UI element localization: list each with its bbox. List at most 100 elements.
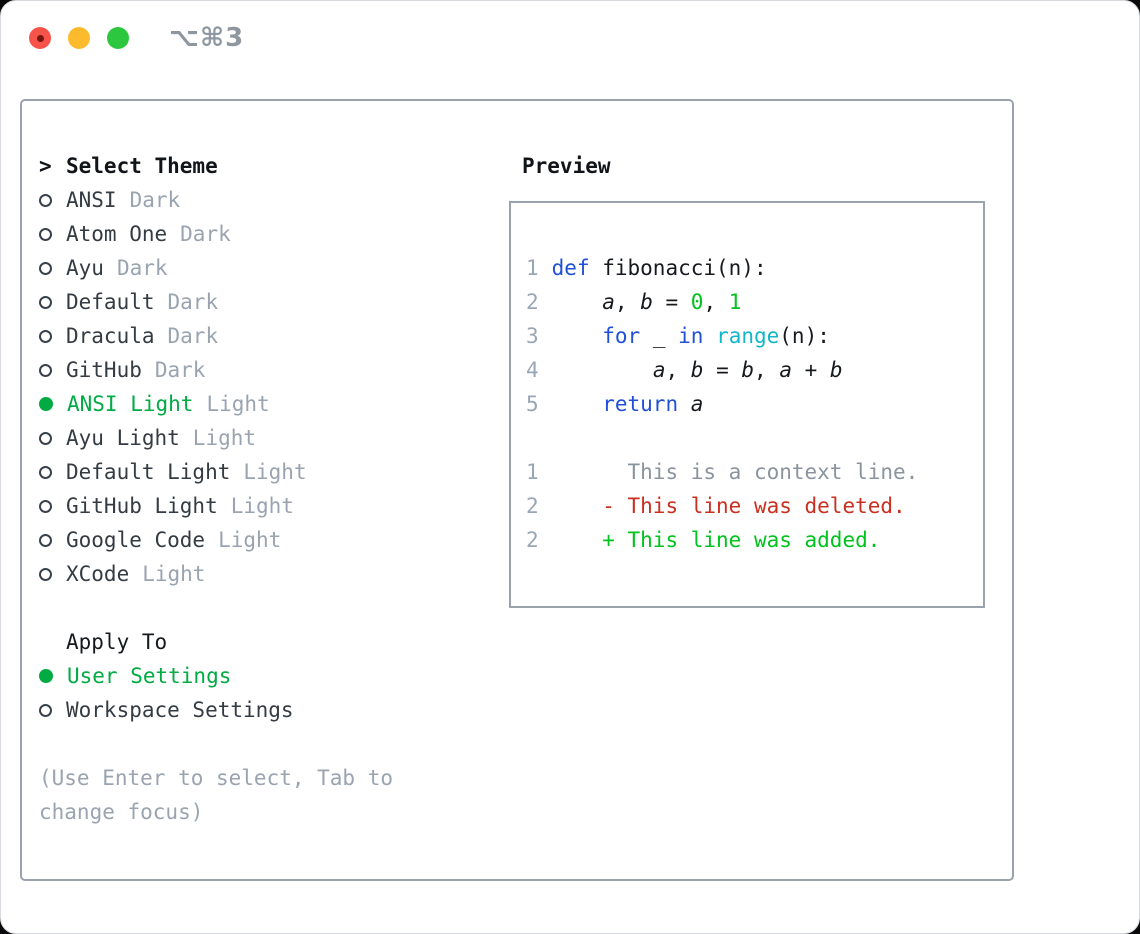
code-token-ctx: This is a context line. [551,460,919,484]
theme-variant-badge: Light [243,460,307,484]
line-number: 2 [526,494,539,518]
line-number: 5 [526,392,539,416]
theme-option-label: GitHub [66,358,142,382]
code-token-num: 1 [728,290,742,314]
apply-option-label: Workspace Settings [66,698,294,722]
theme-option-label: ANSI Light [67,392,194,416]
radio-selected-icon [39,397,53,411]
code-token-kw: def [551,256,590,280]
code-line: 2 - This line was deleted. [526,489,983,523]
radio-unselected-icon [39,193,52,207]
theme-variant-badge: Dark [180,222,231,246]
theme-option-label: Google Code [66,528,206,552]
theme-option-google-code[interactable]: Google Code Light [39,523,459,557]
theme-option-label: Ayu Light [66,426,180,450]
code-token-var: b [640,290,653,314]
select-theme-header: > Select Theme [39,149,459,183]
code-token-var: b [690,358,704,382]
theme-variant-badge: Dark [116,256,168,280]
theme-option-label: ANSI [66,188,117,212]
code-token-plain [552,324,603,348]
theme-variant-badge: Light [142,562,206,586]
code-line: 1 def fibonacci(n): [526,251,983,285]
radio-unselected-icon [39,329,52,343]
code-token-var: a [652,358,666,382]
radio-selected-icon [39,669,53,683]
code-line: 3 for _ in range(n): [526,319,983,353]
line-number: 1 [526,256,539,280]
radio-unselected-icon [39,295,52,309]
close-button-dot [36,34,44,42]
theme-variant-badge: Light [206,392,270,416]
code-token-add: + This line was added. [551,528,881,552]
theme-option-label: Default [66,290,155,314]
select-theme-title: Select Theme [66,154,218,178]
theme-variant-badge: Light [218,528,282,552]
close-button[interactable] [29,27,51,49]
prompt-icon: > [39,154,52,178]
apply-option-workspace-settings[interactable]: Workspace Settings [39,693,459,727]
line-number: 2 [526,290,539,314]
code-token-fn: range [716,324,780,348]
code-token-plain: + [791,358,830,382]
code-token-plain: = [703,358,742,382]
code-token-var: a [690,392,704,416]
theme-option-label: Dracula [66,324,155,348]
apply-to-title: Apply To [66,630,168,654]
theme-option-ayu-light[interactable]: Ayu Light Light [39,421,459,455]
code-token-plain: , [614,290,641,314]
code-line: 2 + This line was added. [526,523,983,557]
minimize-button[interactable] [68,27,90,49]
radio-unselected-icon [39,227,52,241]
code-token-plain [552,358,653,382]
theme-variant-badge: Light [192,426,257,450]
theme-option-label: XCode [66,562,130,586]
theme-option-ansi-light[interactable]: ANSI Light Light [39,387,459,421]
theme-option-github[interactable]: GitHub Dark [39,353,459,387]
code-token-plain [552,290,603,314]
theme-variant-badge: Light [230,494,294,518]
theme-option-github-light[interactable]: GitHub Light Light [39,489,459,523]
preview-section: Preview 1 def fibonacci(n):2 a, b = 0, 1… [509,149,987,608]
code-line: 2 a, b = 0, 1 [526,285,983,319]
apply-option-user-settings[interactable]: User Settings [39,659,459,693]
spacer [39,727,459,761]
radio-unselected-icon [39,567,52,581]
theme-variant-badge: Dark [167,324,219,348]
code-line: 1 This is a context line. [526,455,983,489]
code-token-plain: = [652,290,691,314]
code-token-plain [703,324,716,348]
code-token-num: 0 [690,290,704,314]
theme-variant-badge: Dark [154,358,206,382]
code-token-var: a [602,290,615,314]
code-line: 5 return a [526,387,983,421]
spacer [39,591,459,625]
code-token-plain: , [754,358,780,382]
theme-option-dracula[interactable]: Dracula Dark [39,319,459,353]
radio-unselected-icon [39,499,52,513]
radio-unselected-icon [39,363,52,377]
theme-option-label: GitHub Light [66,494,218,518]
code-token-del: - This line was deleted. [551,494,906,518]
theme-option-label: Atom One [66,222,168,246]
code-token-plain: _ [640,324,679,348]
code-token-var: a [779,358,792,382]
code-token-plain: (n): [779,324,830,348]
preview-title: Preview [522,154,611,178]
theme-option-xcode[interactable]: XCode Light [39,557,459,591]
code-token-plain: , [703,290,729,314]
theme-option-atom-one[interactable]: Atom One Dark [39,217,459,251]
zoom-button[interactable] [107,27,129,49]
code-token-plain [552,392,603,416]
